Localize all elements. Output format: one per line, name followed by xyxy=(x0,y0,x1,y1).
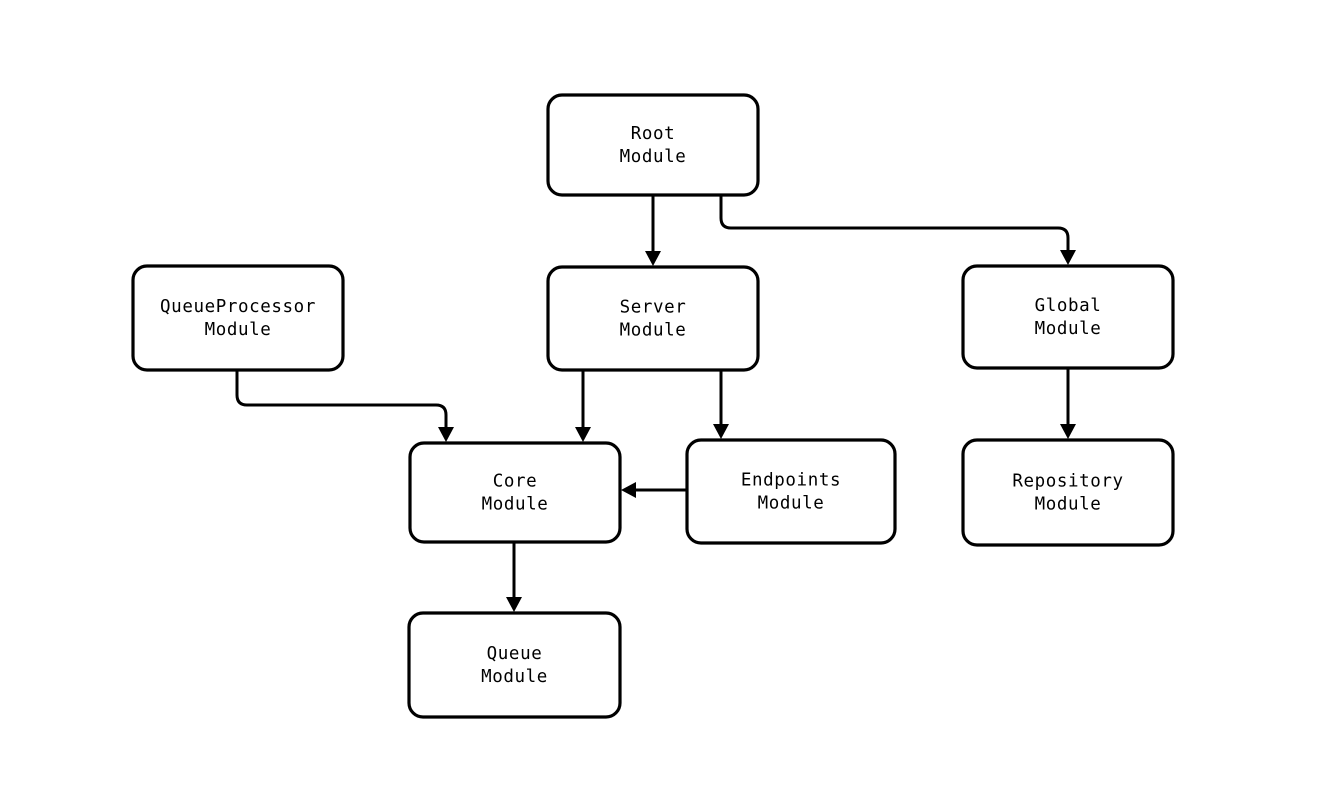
edge-endpoints-to-core xyxy=(621,482,687,498)
node-label-line2: Module xyxy=(1035,319,1102,339)
arrowhead-icon xyxy=(621,482,636,498)
node-label-line2: Module xyxy=(620,147,687,167)
node-label-line2: Module xyxy=(758,494,825,514)
node-box[interactable] xyxy=(131,264,345,372)
node-label-line1: Core xyxy=(493,472,538,492)
node-label-line1: QueueProcessor xyxy=(160,297,316,317)
node-label-line2: Module xyxy=(620,321,687,341)
arrowhead-icon xyxy=(713,424,729,439)
arrowhead-icon xyxy=(438,427,454,442)
arrowhead-icon xyxy=(575,427,591,442)
arrowhead-icon xyxy=(506,597,522,612)
node-box[interactable] xyxy=(961,264,1175,370)
node-box[interactable] xyxy=(408,441,622,544)
nodes-layer: RootModuleQueueProcessorModuleServerModu… xyxy=(131,93,1175,719)
edge-queueprocessor-to-core xyxy=(235,370,454,442)
node-label-line2: Module xyxy=(1035,495,1102,515)
node-label-line1: Server xyxy=(620,298,687,318)
edge-server-to-endpoints xyxy=(713,370,729,439)
edge-server-to-core xyxy=(575,370,591,442)
edge-root-to-server xyxy=(645,195,661,266)
node-label-line1: Global xyxy=(1035,296,1102,316)
node-box[interactable] xyxy=(685,438,897,545)
arrowhead-icon xyxy=(1060,424,1076,439)
node-label-line2: Module xyxy=(482,495,549,515)
edge-core-to-queue xyxy=(506,542,522,612)
node-label-line1: Endpoints xyxy=(741,471,841,491)
node-box[interactable] xyxy=(546,93,760,197)
edge-line xyxy=(719,195,1070,255)
node-box[interactable] xyxy=(407,611,622,719)
arrowhead-icon xyxy=(1060,250,1076,265)
node-label-line1: Repository xyxy=(1012,472,1123,492)
node-label-line2: Module xyxy=(205,320,272,340)
edges-layer xyxy=(235,195,1076,612)
node-label-line1: Queue xyxy=(487,644,543,664)
node-label-line1: Root xyxy=(631,124,676,144)
arrowhead-icon xyxy=(645,251,661,266)
node-box[interactable] xyxy=(961,438,1175,547)
node-box[interactable] xyxy=(546,265,760,372)
edge-line xyxy=(235,370,448,432)
node-label-line2: Module xyxy=(481,667,548,687)
edge-root-to-global xyxy=(719,195,1076,265)
edge-global-to-repository xyxy=(1060,368,1076,439)
